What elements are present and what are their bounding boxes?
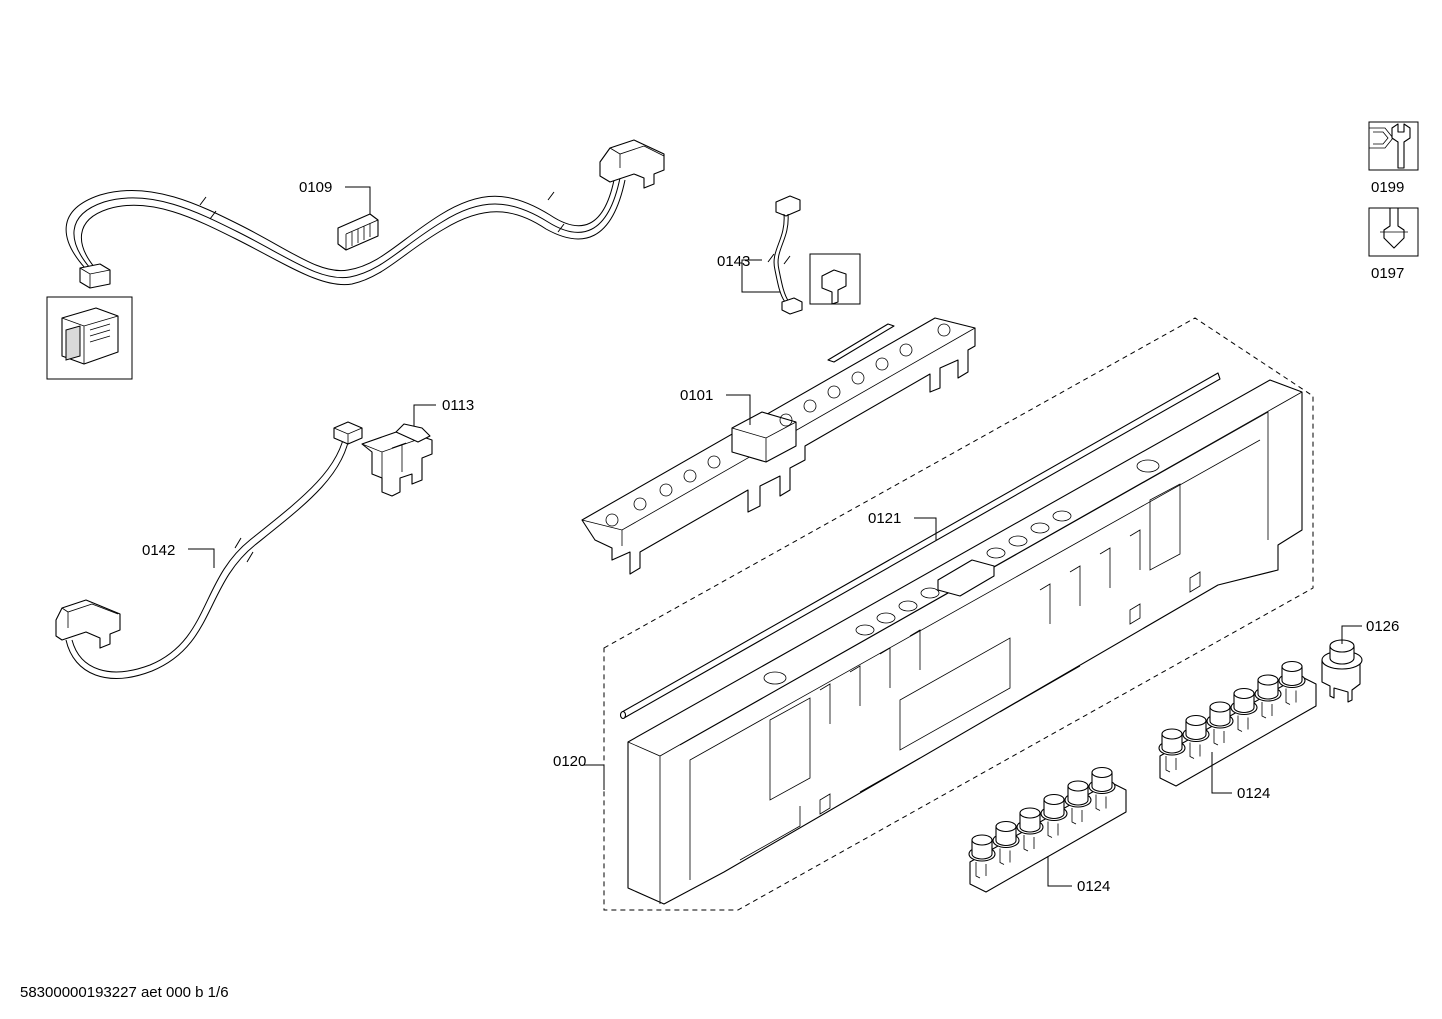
cable-0142 <box>55 421 363 679</box>
wrench-icon <box>1368 121 1419 171</box>
leader-lines <box>188 186 1362 887</box>
label-0121: 0121 <box>868 510 901 527</box>
push-button-cap <box>1040 793 1068 838</box>
label-0143: 0143 <box>717 253 750 270</box>
button-0126 <box>1321 639 1363 703</box>
part-labels: 0109 0113 0142 0143 0101 0121 0120 0126 … <box>142 179 1404 895</box>
label-0124-upper: 0124 <box>1237 785 1270 802</box>
sensor-cable-0143 <box>767 195 861 315</box>
module-inset-box <box>46 296 133 380</box>
label-0113: 0113 <box>442 397 474 414</box>
push-button-cap <box>1016 807 1044 852</box>
screwdriver-icon <box>1368 207 1419 257</box>
push-button-cap <box>1158 728 1186 773</box>
push-button-cap <box>1230 687 1258 732</box>
footer-code: 58300000193227 aet 000 b 1/6 <box>20 984 229 1001</box>
label-0197: 0197 <box>1371 265 1404 282</box>
assembly-boundary <box>603 317 1314 911</box>
push-button-cap <box>1064 780 1092 825</box>
label-0142: 0142 <box>142 542 175 559</box>
button-strip-0124-upper <box>1158 660 1317 787</box>
push-button-cap <box>968 834 996 879</box>
push-button-cap <box>992 820 1020 865</box>
push-button-cap <box>1254 674 1282 719</box>
push-button-cap <box>1088 766 1116 811</box>
control-panel-0120 <box>627 379 1303 905</box>
label-0126: 0126 <box>1366 618 1399 635</box>
label-0120: 0120 <box>553 753 586 770</box>
button-strip-0124-lower <box>968 766 1127 893</box>
push-button-cap <box>1206 701 1234 746</box>
light-rod-0121 <box>619 372 1221 720</box>
label-0199: 0199 <box>1371 179 1404 196</box>
control-board-0101 <box>581 317 976 575</box>
label-0109: 0109 <box>299 179 332 196</box>
sensor-block-0113 <box>361 423 433 497</box>
label-0124-lower: 0124 <box>1077 878 1110 895</box>
label-0101: 0101 <box>680 387 713 404</box>
push-button-cap <box>1278 660 1306 705</box>
wiring-harness-0109 <box>65 139 665 289</box>
push-button-cap <box>1182 714 1210 759</box>
